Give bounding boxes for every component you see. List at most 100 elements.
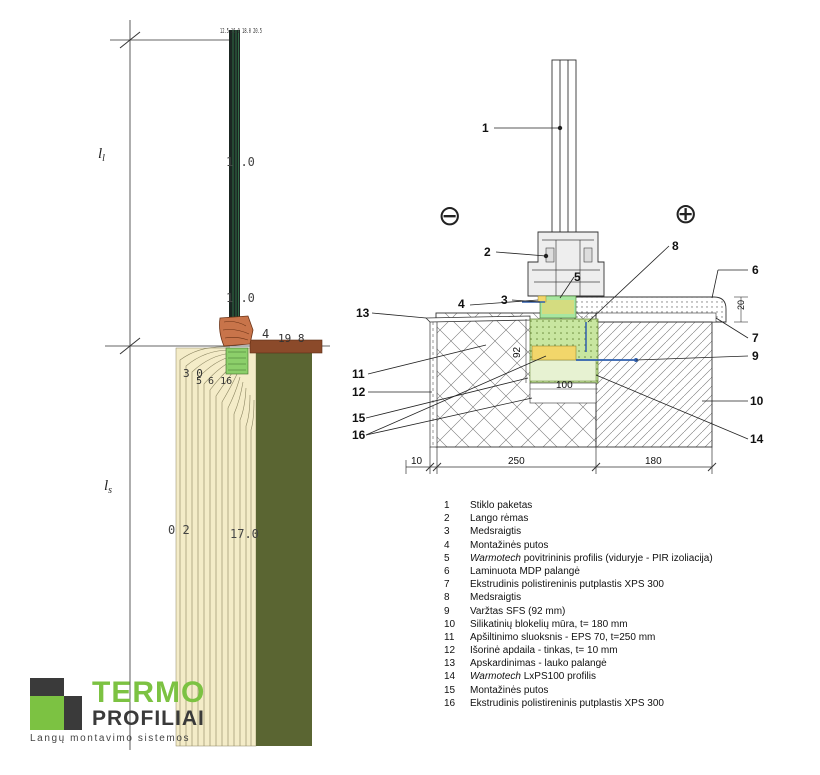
legend-item: 5 Warmotech povitrininis profilis (vidury… — [444, 552, 814, 565]
callout-1: 1 — [482, 121, 489, 135]
legend-number: 6 — [444, 565, 450, 577]
callout-11: 11 — [352, 367, 365, 381]
legend-text: Medsraigtis — [470, 592, 522, 604]
callout-16: 16 — [352, 428, 366, 442]
top-stacked-values: 12.5 16.0 18.0 20.5 — [220, 27, 262, 35]
insulation-isotherms — [175, 346, 257, 747]
interior-sill — [249, 339, 323, 354]
thermal-drawing — [105, 20, 330, 750]
legend-number: 11 — [444, 631, 455, 643]
callout-15: 15 — [352, 411, 366, 425]
dim-profile-width: 100 — [556, 380, 573, 391]
legend-item: 9 Varžtas SFS (92 mm) — [444, 605, 814, 618]
glass-pane — [229, 30, 240, 320]
callout-4: 4 — [458, 297, 465, 311]
legend-number: 15 — [444, 684, 456, 696]
isotherm-label-6: 5 6 16 — [196, 376, 232, 387]
callout-12: 12 — [352, 385, 366, 399]
isotherm-label-8: 17.0 — [230, 527, 259, 541]
dim-sill-height: 20 — [736, 300, 746, 310]
isotherm-label-3: 4 — [262, 327, 269, 341]
dim-profile-height: 92 — [512, 346, 523, 358]
section-drawing — [405, 59, 748, 474]
legend-number: 5 — [444, 552, 450, 564]
upper-length-symbol: l — [98, 146, 102, 162]
legend-number: 10 — [444, 618, 456, 630]
masonry-wall — [256, 348, 312, 746]
legend-number: 12 — [444, 645, 456, 657]
warm-profile — [225, 347, 249, 375]
legend-description: povitrininis profilis (viduryje - PIR iz… — [520, 552, 713, 564]
window-frame — [219, 315, 254, 347]
isotherm-label-4: 19 8 — [278, 332, 305, 345]
legend-text: Laminuota MDP palangė — [470, 565, 580, 577]
lower-length-label: ls — [104, 478, 112, 496]
masonry-section — [595, 321, 713, 448]
logo-word-profiliai: PROFILIAI — [92, 707, 205, 730]
legend-text: Montažinės putos — [470, 539, 549, 551]
callout-2: 2 — [484, 245, 491, 259]
callout-3: 3 — [501, 293, 508, 307]
callout-8: 8 — [672, 239, 679, 253]
callout-13: 13 — [356, 306, 370, 320]
callout-5: 5 — [574, 270, 581, 284]
legend-text: Warmotech LxPS100 profilis — [470, 671, 596, 682]
legend-text: Ekstrudinis polistireninis putplastis XP… — [470, 697, 664, 709]
legend-text: Lango rėmas — [470, 513, 529, 525]
upper-length-subscript: l — [102, 153, 105, 164]
legend-item: 16 Ekstrudinis polistireninis putplastis … — [444, 697, 814, 710]
legend-number: 2 — [444, 513, 450, 525]
callout-9: 9 — [752, 349, 759, 363]
isotherm-label-7: 0 2 — [168, 523, 190, 537]
legend-text: Apšiltinimo sluoksnis - EPS 70, t=250 mm — [470, 631, 656, 643]
isotherm-label-5: 3 0 — [183, 367, 203, 380]
section-glass — [551, 59, 577, 233]
legend-text: Silikatinių blokelių mūra, t= 180 mm — [470, 618, 628, 630]
legend-item: 7 Ekstrudinis polistireninis putplastis X… — [444, 578, 814, 591]
legend-number: 1 — [444, 500, 450, 511]
legend-item: 6 Laminuota MDP palangė — [444, 565, 814, 578]
upper-length-label: ll — [98, 146, 105, 164]
legend-text: Apskardinimas - lauko palangė — [470, 658, 607, 670]
xps-block — [529, 382, 597, 404]
isotherm-label-1: 1 .0 — [226, 155, 255, 169]
dim-render: 10 — [411, 456, 423, 467]
lower-length-subscript: s — [108, 485, 112, 496]
logo-word-termo: TERMO — [92, 676, 206, 709]
legend-text: Ekstrudinis polistireninis putplastis XP… — [470, 579, 664, 591]
callout-7: 7 — [752, 331, 759, 345]
callout-6: 6 — [752, 263, 759, 277]
logo-mark-icon — [30, 678, 82, 730]
isotherm-label-2: 1 .0 — [226, 291, 255, 305]
dim-wall: 180 — [645, 456, 662, 467]
legend-text: Varžtas SFS (92 mm) — [470, 605, 566, 617]
logo-tagline: Langų montavimo sistemos — [30, 733, 191, 744]
interior-plus-icon: ⊕ — [674, 197, 697, 230]
legend-number: 9 — [444, 605, 450, 617]
legend-item: 10 Silikatinių blokelių mūra, t= 180 mm — [444, 618, 814, 631]
legend-number: 13 — [444, 658, 456, 670]
legend-text: Montažinės putos — [470, 684, 549, 696]
exterior-render — [429, 317, 438, 448]
legend-brand: Warmotech — [470, 552, 521, 564]
exterior-minus-icon: ⊖ — [438, 199, 461, 232]
legend-description: LxPS100 profilis — [520, 671, 596, 683]
logo: TERMO PROFILIAI Langų montavimo sistemos — [30, 678, 230, 750]
legend-item: 13 Apskardinimas - lauko palangė — [444, 657, 814, 670]
legend-number: 16 — [444, 697, 456, 709]
legend-item: 15 Montažinės putos — [444, 684, 814, 697]
legend-number: 7 — [444, 579, 450, 591]
dim-insulation: 250 — [508, 456, 525, 467]
lower-length-symbol: l — [104, 478, 108, 494]
legend-item: 11 Apšiltinimo sluoksnis - EPS 70, t=250 … — [444, 631, 814, 644]
legend-number: 3 — [444, 526, 450, 538]
legend-item: 2 Lango rėmas — [444, 512, 814, 525]
legend-text: Warmotech povitrininis profilis (viduryj… — [470, 553, 713, 564]
